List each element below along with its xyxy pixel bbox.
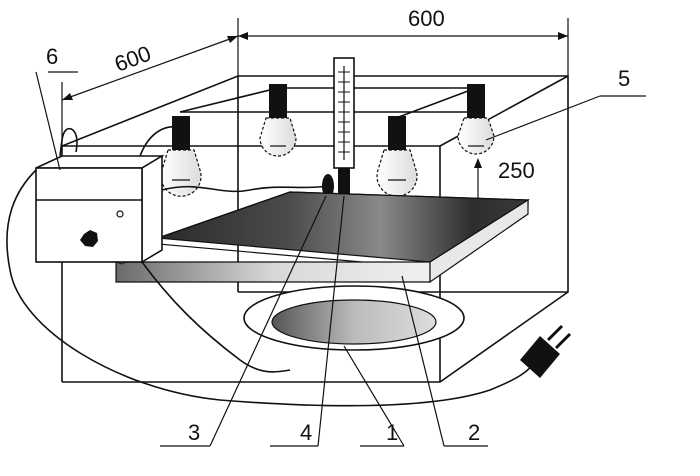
- power-cable: [6, 126, 535, 407]
- tray: [114, 191, 530, 284]
- thermometer-icon: [333, 57, 355, 198]
- indicator-icon: [116, 210, 124, 218]
- plug-icon: [520, 324, 572, 378]
- lamp-front-left: [160, 116, 202, 197]
- control-unit: [35, 154, 165, 264]
- lamp-back-right: [457, 84, 495, 155]
- lamp-front-right: [376, 116, 418, 197]
- label-3: 3: [188, 420, 200, 445]
- lamp-wiring: [179, 87, 477, 119]
- label-6: 6: [46, 44, 58, 69]
- dimension-lines: [61, 18, 569, 220]
- dimension-lamp-height: 250: [498, 158, 535, 183]
- label-1: 1: [386, 420, 398, 445]
- leader-lines: [35, 71, 646, 447]
- label-2: 2: [468, 420, 480, 445]
- lamp-back-left: [259, 84, 297, 157]
- dimension-depth: 600: [111, 41, 154, 77]
- dish: [243, 285, 465, 351]
- control-knob-icon: [80, 230, 98, 247]
- label-4: 4: [300, 420, 312, 445]
- label-5: 5: [618, 66, 630, 91]
- dimension-width: 600: [408, 6, 445, 31]
